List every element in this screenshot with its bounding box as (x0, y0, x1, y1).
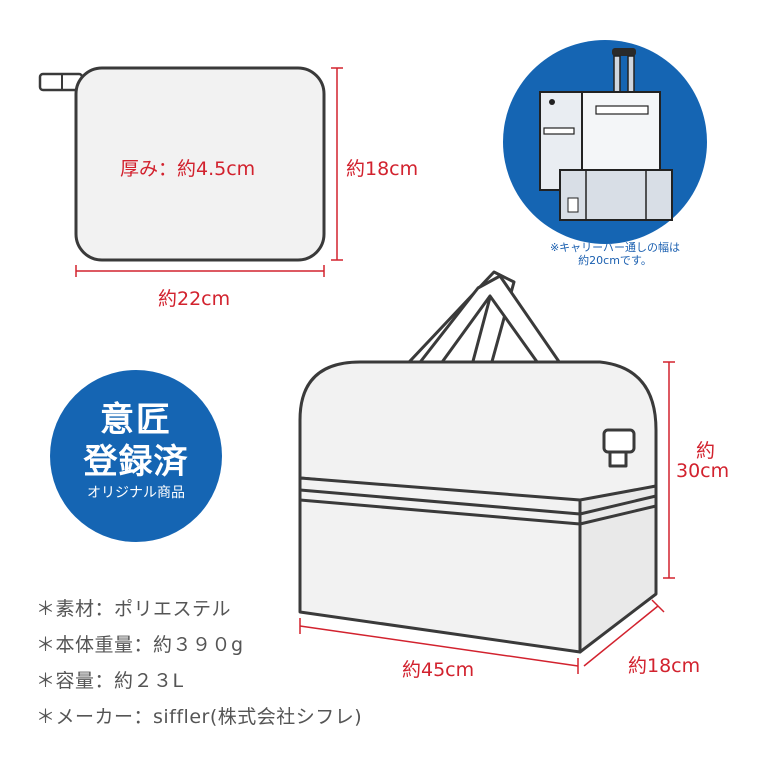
spec-weight: ＊本体重量：約３９０g (36, 634, 244, 656)
folded-pouch-icon (38, 66, 326, 262)
spec-capacity: ＊容量：約２３L (36, 670, 184, 692)
carry-bar-note-line2: 約20cmです。 (578, 254, 652, 267)
bag-depth-label: 約18cm (628, 655, 701, 677)
pouch-dimension-lines (75, 67, 343, 277)
pouch-width-label: 約22cm (158, 288, 231, 310)
badge-line3: オリジナル商品 (87, 485, 185, 501)
spec-maker: ＊メーカー：siffler(株式会社シフレ) (36, 706, 363, 728)
badge-line2: 登録済 (83, 442, 189, 482)
spec-material: ＊素材：ポリエステル (36, 598, 232, 620)
bag-width-label: 約45cm (402, 659, 475, 681)
carry-bar-note: ※キャリーバー通しの幅は 約20cmです。 (510, 241, 720, 267)
badge-line1: 意匠 (100, 400, 172, 440)
pouch-thickness-label: 厚み：約4.5cm (120, 158, 256, 180)
bag-dimension-lines (299, 361, 675, 674)
bag-outline-icon (298, 270, 658, 654)
design-registered-badge: 意匠 登録済 オリジナル商品 (50, 370, 222, 542)
bag-height-label-line2: 30cm (676, 460, 730, 482)
bag-height-label-line1: 約 (696, 440, 716, 462)
pouch-height-label: 約18cm (346, 158, 419, 180)
luggage-carry-bar-icon (503, 40, 707, 244)
carry-bar-note-line1: ※キャリーバー通しの幅は (549, 241, 681, 254)
